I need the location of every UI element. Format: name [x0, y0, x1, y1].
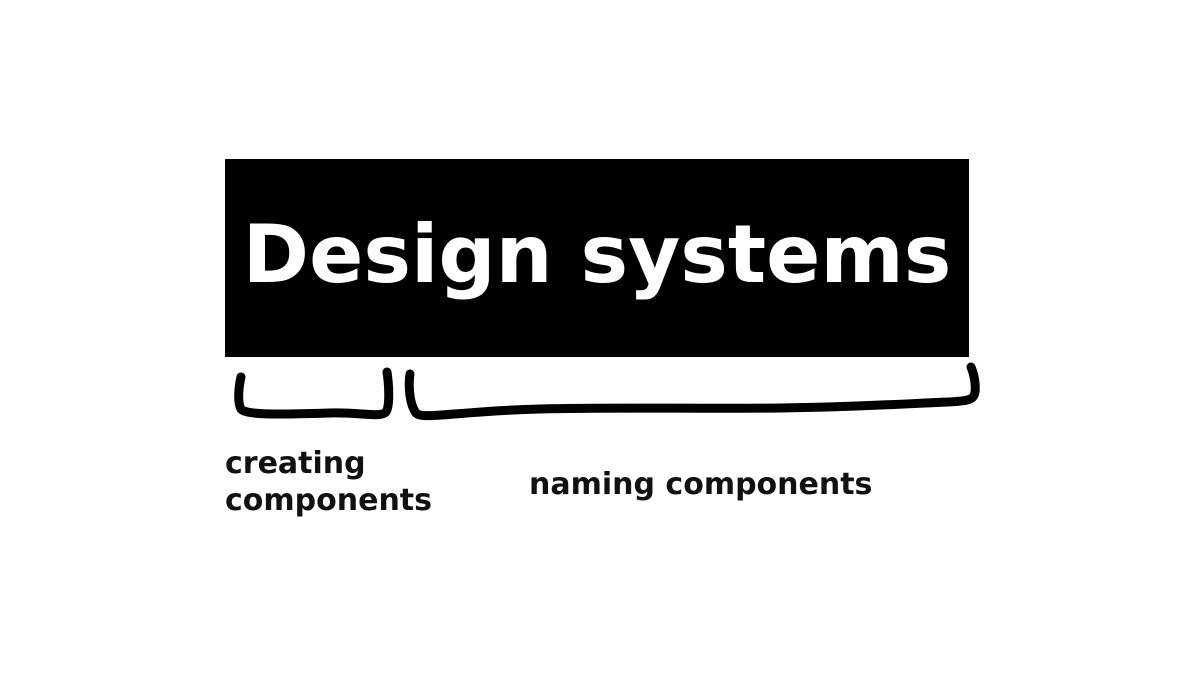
label-naming-components: naming components — [529, 467, 873, 502]
label-line-2: components — [225, 483, 432, 518]
title-block: Design systems — [225, 159, 969, 357]
left-bracket — [234, 367, 394, 420]
label-creating-components: creating components — [225, 445, 485, 519]
diagram-title: Design systems — [242, 208, 952, 301]
right-bracket — [404, 362, 980, 421]
label-line-1: creating — [225, 446, 366, 481]
